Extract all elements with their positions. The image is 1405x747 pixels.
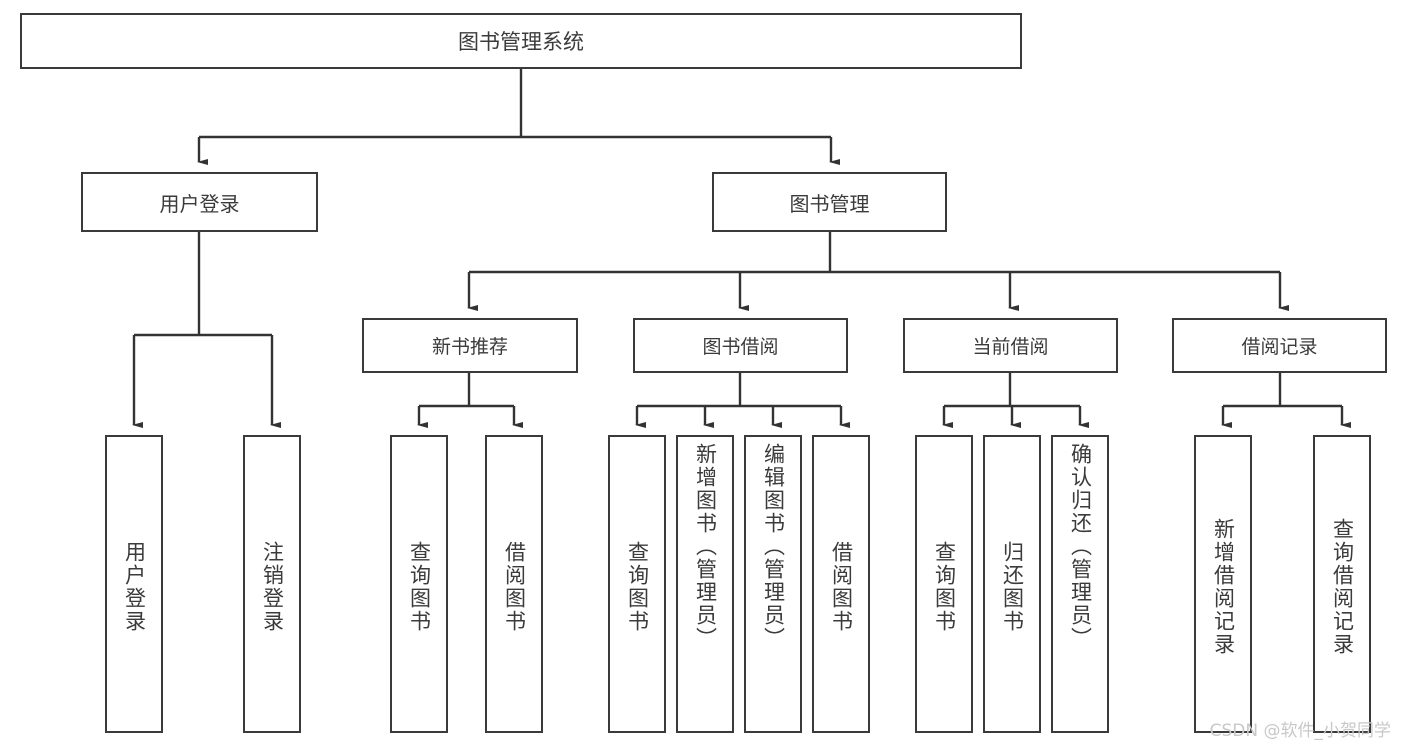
node-borrow-record[interactable]: 借阅记录 [1172, 318, 1387, 373]
node-user-login-label: 用户登录 [159, 191, 240, 216]
csdn-watermark: CSDN @软件_小贺同学 [1209, 721, 1391, 741]
leaf-edit-book-admin-label: 编辑图书（管理员） [761, 443, 786, 650]
leaf-user-login[interactable]: 用户登录 [105, 435, 163, 733]
leaf-borrow-book-recommend[interactable]: 借阅图书 [485, 435, 543, 733]
node-book-borrow-label: 图书借阅 [702, 336, 779, 358]
leaf-borrow-book-borrow[interactable]: 借阅图书 [812, 435, 870, 733]
leaf-edit-book-admin[interactable]: 编辑图书（管理员） [744, 435, 802, 733]
leaf-confirm-return-admin[interactable]: 确认归还（管理员） [1051, 435, 1109, 733]
node-book-manage-label: 图书管理 [789, 191, 870, 216]
node-book-manage[interactable]: 图书管理 [712, 172, 947, 232]
leaf-borrow-book-borrow-label: 借阅图书 [829, 541, 854, 633]
node-root-label: 图书管理系统 [458, 30, 584, 54]
node-book-borrow[interactable]: 图书借阅 [633, 318, 848, 373]
leaf-query-book-current[interactable]: 查询图书 [915, 435, 973, 733]
leaf-query-book-recommend-label: 查询图书 [407, 541, 432, 633]
node-new-book-recommend[interactable]: 新书推荐 [362, 318, 578, 373]
node-new-book-recommend-label: 新书推荐 [431, 336, 508, 358]
leaf-logout[interactable]: 注销登录 [243, 435, 301, 733]
leaf-query-book-current-label: 查询图书 [932, 541, 957, 633]
leaf-query-book-borrow[interactable]: 查询图书 [608, 435, 666, 733]
leaf-query-book-borrow-label: 查询图书 [625, 541, 650, 633]
leaf-confirm-return-admin-label: 确认归还（管理员） [1068, 443, 1093, 650]
leaf-query-borrow-record[interactable]: 查询借阅记录 [1313, 435, 1371, 733]
leaf-return-book-label: 归还图书 [1000, 541, 1025, 633]
node-root[interactable]: 图书管理系统 [20, 13, 1022, 69]
node-user-login[interactable]: 用户登录 [81, 172, 318, 232]
leaf-borrow-book-recommend-label: 借阅图书 [502, 541, 527, 633]
node-current-borrow-label: 当前借阅 [972, 336, 1049, 358]
node-borrow-record-label: 借阅记录 [1241, 336, 1318, 358]
leaf-user-login-label: 用户登录 [122, 541, 147, 633]
leaf-add-borrow-record-label: 新增借阅记录 [1211, 518, 1236, 656]
leaf-return-book[interactable]: 归还图书 [983, 435, 1041, 733]
leaf-add-book-admin-label: 新增图书（管理员） [693, 443, 718, 650]
leaf-logout-label: 注销登录 [260, 541, 285, 633]
leaf-query-borrow-record-label: 查询借阅记录 [1330, 518, 1355, 656]
leaf-query-book-recommend[interactable]: 查询图书 [390, 435, 448, 733]
leaf-add-borrow-record[interactable]: 新增借阅记录 [1194, 435, 1252, 733]
leaf-add-book-admin[interactable]: 新增图书（管理员） [676, 435, 734, 733]
node-current-borrow[interactable]: 当前借阅 [903, 318, 1118, 373]
